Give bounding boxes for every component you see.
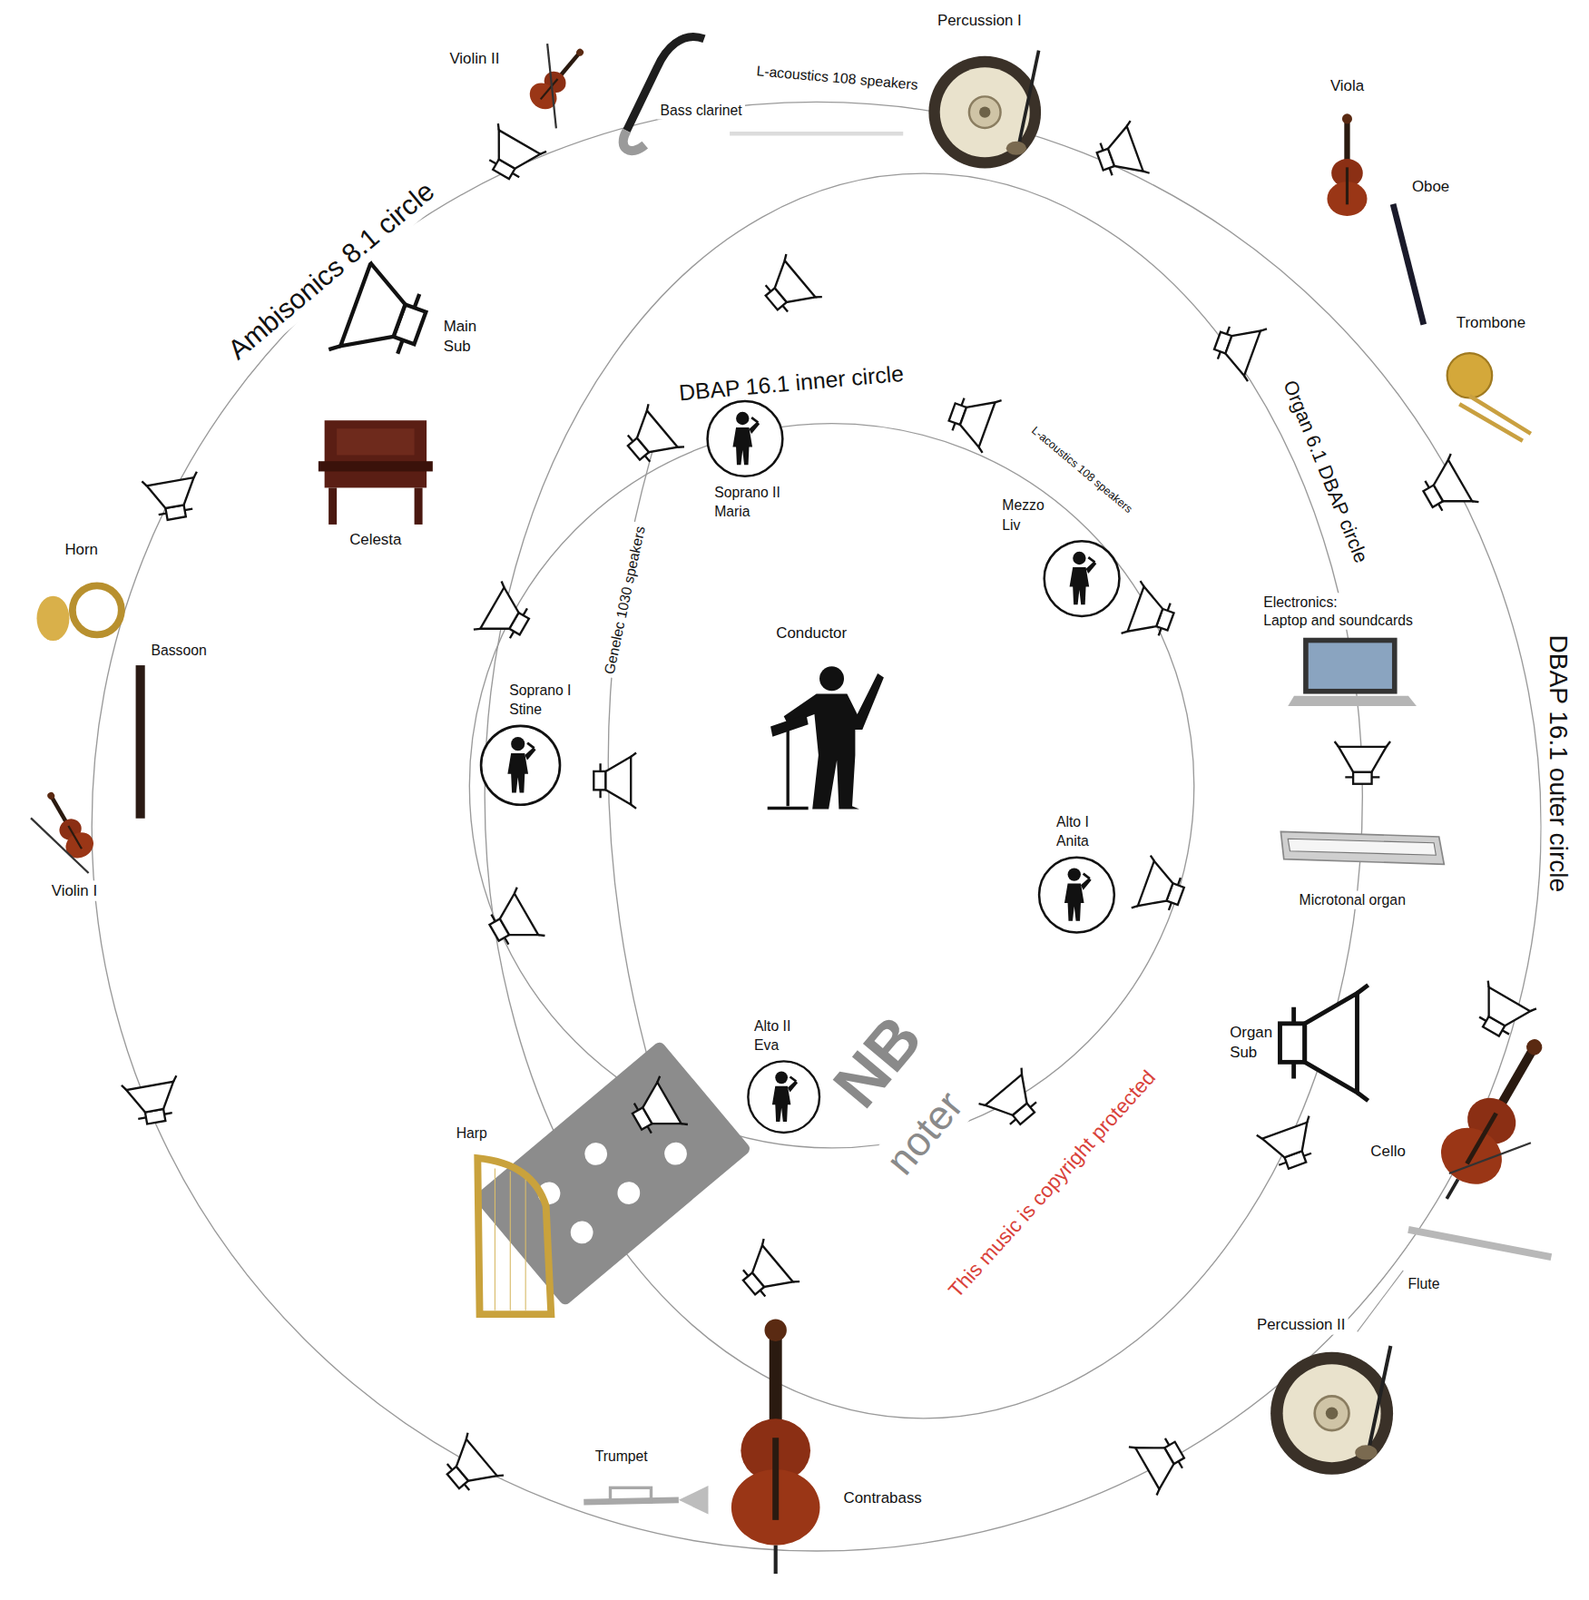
singer-node: Soprano I Stine xyxy=(477,722,563,808)
text-line: Maria xyxy=(714,501,781,521)
text-line: Eva xyxy=(754,1035,791,1055)
singer-label: Alto II Eva xyxy=(752,1016,794,1055)
singer-node: Soprano II Maria xyxy=(704,398,786,481)
singer-node: Alto I Anita xyxy=(1035,853,1118,936)
circle-label: DBAP 16.1 outer circle xyxy=(1541,630,1576,895)
singer-node: Mezzo Liv xyxy=(1040,538,1123,620)
instrument-label: Horn xyxy=(61,539,101,560)
text-line: Stine xyxy=(509,699,571,719)
text-line: Organ xyxy=(1229,1021,1273,1042)
instrument-label: Cello xyxy=(1367,1140,1409,1161)
instrument-label: Flute xyxy=(1404,1274,1443,1293)
conductor-label: Conductor xyxy=(773,622,851,643)
singer-circle xyxy=(477,722,563,808)
text-line: Soprano II xyxy=(714,482,781,502)
singer-label: Mezzo Liv xyxy=(1000,495,1047,534)
text-line: Main xyxy=(443,315,478,336)
text-line: Anita xyxy=(1056,831,1089,851)
watermark-text: This music is copyright protected xyxy=(940,1061,1163,1305)
singer-circle xyxy=(1040,538,1123,620)
speaker-label: Organ Sub xyxy=(1226,1021,1276,1062)
instrument-label: Percussion II xyxy=(1254,1314,1349,1334)
instrument-label: Bass clarinet xyxy=(657,100,746,119)
speaker-label: Genelec 1030 speakers xyxy=(598,520,650,678)
text-line: Mezzo xyxy=(1001,495,1044,515)
instrument-label: Percussion I xyxy=(934,9,1026,30)
speaker-label: L-acoustics 108 speakers xyxy=(752,60,922,95)
instrument-label: Viola xyxy=(1327,75,1368,96)
singer-circle xyxy=(704,398,786,481)
singer-node: Alto II Eva xyxy=(745,1058,823,1136)
text-line: Sub xyxy=(443,335,478,356)
text-line: Soprano I xyxy=(509,680,571,700)
text-line: Alto II xyxy=(754,1016,791,1036)
speaker-label: Main Sub xyxy=(440,315,480,356)
singer-label: Soprano II Maria xyxy=(712,482,783,521)
instrument-label: Trumpet xyxy=(591,1446,651,1465)
instrument-label: Violin II xyxy=(446,48,503,69)
singer-circle xyxy=(1035,853,1118,936)
instrument-label: Celesta xyxy=(346,529,405,550)
instrument-label: Oboe xyxy=(1409,176,1453,197)
circle-label: Organ 6.1 DBAP circle xyxy=(1275,373,1374,570)
circle-label: DBAP 16.1 inner circle xyxy=(674,358,908,408)
singer-circle xyxy=(745,1058,823,1136)
instrument-label: Microtonal organ xyxy=(1295,891,1409,910)
text-line: Liv xyxy=(1001,515,1044,535)
instrument-label: Trombone xyxy=(1452,312,1529,333)
singer-label: Alto I Anita xyxy=(1054,812,1091,851)
instrument-label: Harp xyxy=(452,1123,491,1142)
instrument-label: Violin I xyxy=(48,880,100,901)
equipment-label: Electronics: Laptop and soundcards xyxy=(1260,592,1416,630)
text-line: Alto I xyxy=(1056,812,1089,832)
text-line: Electronics: xyxy=(1263,592,1413,611)
instrument-label: Contrabass xyxy=(840,1487,925,1508)
instrument-label: Bassoon xyxy=(147,640,210,659)
text-line: Laptop and soundcards xyxy=(1263,611,1413,630)
singer-label: Soprano I Stine xyxy=(507,680,574,719)
text-line: Sub xyxy=(1229,1041,1273,1062)
